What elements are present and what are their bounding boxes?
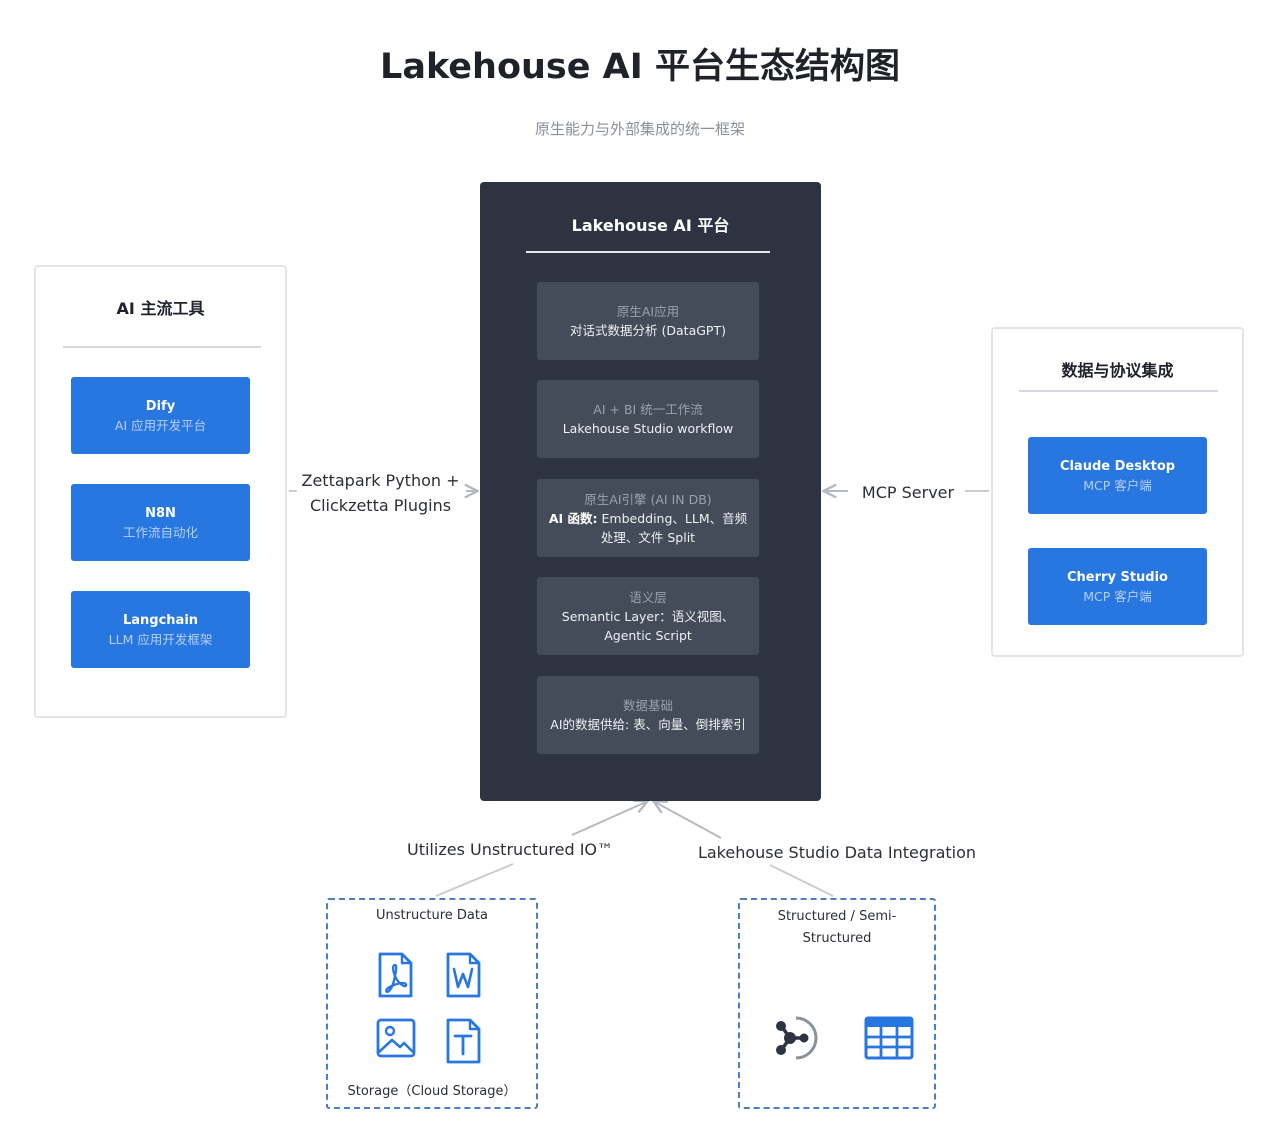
bottom-right-connector-label: Lakehouse Studio Data Integration — [697, 843, 977, 862]
layer-title: 语义层 — [629, 589, 667, 605]
client-card-cherry-studio[interactable]: Cherry Studio MCP 客户端 — [1028, 548, 1207, 625]
bottom-left-connector-lower — [435, 863, 514, 897]
layer-desc-rest: Embedding、LLM、音频处理、文件 Split — [597, 510, 748, 545]
layer-title: 原生AI引擎 (AI IN DB) — [584, 491, 712, 507]
layer-native-ai-app[interactable]: 原生AI应用 对话式数据分析 (DataGPT) — [537, 282, 759, 360]
pdf-file-icon — [378, 952, 413, 998]
ai-tools-panel-divider — [63, 346, 261, 348]
layer-desc: 对话式数据分析 (DataGPT) — [570, 323, 726, 338]
right-connector-label: MCP Server — [861, 483, 955, 502]
left-connector-label-line1: Zettapark Python + — [301, 471, 460, 490]
platform-title: Lakehouse AI 平台 — [571, 216, 730, 235]
tool-card-n8n[interactable]: N8N 工作流自动化 — [71, 484, 250, 561]
layer-ai-bi-workflow[interactable]: AI + BI 统一工作流 Lakehouse Studio workflow — [537, 380, 759, 458]
data-protocol-panel-title: 数据与协议集成 — [1061, 361, 1174, 380]
text-file-icon — [446, 1018, 481, 1064]
layer-title: 数据基础 — [622, 698, 673, 713]
table-grid-icon — [864, 1016, 914, 1060]
ai-tools-panel: AI 主流工具 Dify AI 应用开发平台 N8N 工作流自动化 Langch… — [34, 265, 287, 718]
page-title: Lakehouse AI 平台生态结构图 — [380, 47, 900, 87]
client-card-desc: MCP 客户端 — [1083, 588, 1152, 604]
tool-card-dify[interactable]: Dify AI 应用开发平台 — [71, 377, 250, 454]
tool-card-name: Dify — [145, 398, 176, 414]
structured-data-title-line2: Structured — [802, 931, 872, 946]
tool-card-name: N8N — [145, 505, 176, 521]
layer-desc: AI的数据供给: 表、向量、倒排索引 — [550, 717, 746, 732]
ai-tools-panel-title: AI 主流工具 — [116, 299, 205, 318]
layer-desc: Lakehouse Studio workflow — [562, 421, 734, 436]
layer-data-foundation[interactable]: 数据基础 AI的数据供给: 表、向量、倒排索引 — [537, 676, 759, 754]
client-card-desc: MCP 客户端 — [1083, 477, 1152, 493]
bottom-right-connector-lower — [769, 864, 834, 897]
layer-title: 原生AI应用 — [616, 304, 680, 319]
left-connector-label-line2: Clickzetta Plugins — [309, 496, 452, 515]
client-card-claude-desktop[interactable]: Claude Desktop MCP 客户端 — [1028, 437, 1207, 514]
structured-data-title: Structured / Semi- Structured — [740, 906, 934, 950]
structured-data-box: Structured / Semi- Structured — [738, 898, 936, 1109]
layer-desc-bold: AI 函数: — [548, 510, 598, 526]
unstructured-data-box: Unstructure Data Storage（Cloud Storage） — [326, 898, 538, 1109]
tool-card-desc: AI 应用开发平台 — [114, 417, 207, 433]
share-network-icon — [776, 1016, 818, 1060]
layer-desc: Semantic Layer：语义视图、Agentic Script — [561, 608, 735, 643]
unstructured-storage-label: Storage（Cloud Storage） — [347, 1084, 517, 1099]
left-connector-label: Zettapark Python + Clickzetta Plugins — [298, 468, 463, 518]
unstructured-data-title: Unstructure Data — [376, 908, 488, 923]
structured-data-title-line1: Structured / Semi- — [777, 909, 897, 924]
client-card-name: Cherry Studio — [1067, 569, 1168, 585]
lakehouse-platform: Lakehouse AI 平台 原生AI应用 对话式数据分析 (DataGPT)… — [480, 182, 821, 801]
tool-card-desc: 工作流自动化 — [122, 524, 198, 540]
bottom-left-connector-label: Utilizes Unstructured IO™ — [407, 840, 613, 859]
data-protocol-panel: 数据与协议集成 Claude Desktop MCP 客户端 Cherry St… — [991, 327, 1244, 657]
layer-semantic[interactable]: 语义层 Semantic Layer：语义视图、Agentic Script — [537, 577, 759, 655]
bottom-left-connector-upper — [571, 802, 646, 836]
layer-native-ai-engine[interactable]: 原生AI引擎 (AI IN DB) AI 函数: Embedding、LLM、音… — [537, 479, 759, 557]
tool-card-langchain[interactable]: Langchain LLM 应用开发框架 — [71, 591, 250, 668]
layer-desc: AI 函数: Embedding、LLM、音频处理、文件 Split — [543, 509, 753, 547]
data-protocol-panel-divider — [1019, 390, 1218, 392]
tool-card-desc: LLM 应用开发框架 — [108, 631, 213, 647]
image-file-icon — [376, 1018, 416, 1058]
bottom-right-connector-upper — [655, 802, 722, 839]
platform-divider — [526, 251, 770, 253]
tool-card-name: Langchain — [122, 612, 199, 628]
layer-title: AI + BI 统一工作流 — [593, 402, 703, 417]
word-file-icon — [446, 952, 481, 998]
page-subtitle: 原生能力与外部集成的统一框架 — [534, 120, 745, 138]
client-card-name: Claude Desktop — [1059, 458, 1176, 474]
